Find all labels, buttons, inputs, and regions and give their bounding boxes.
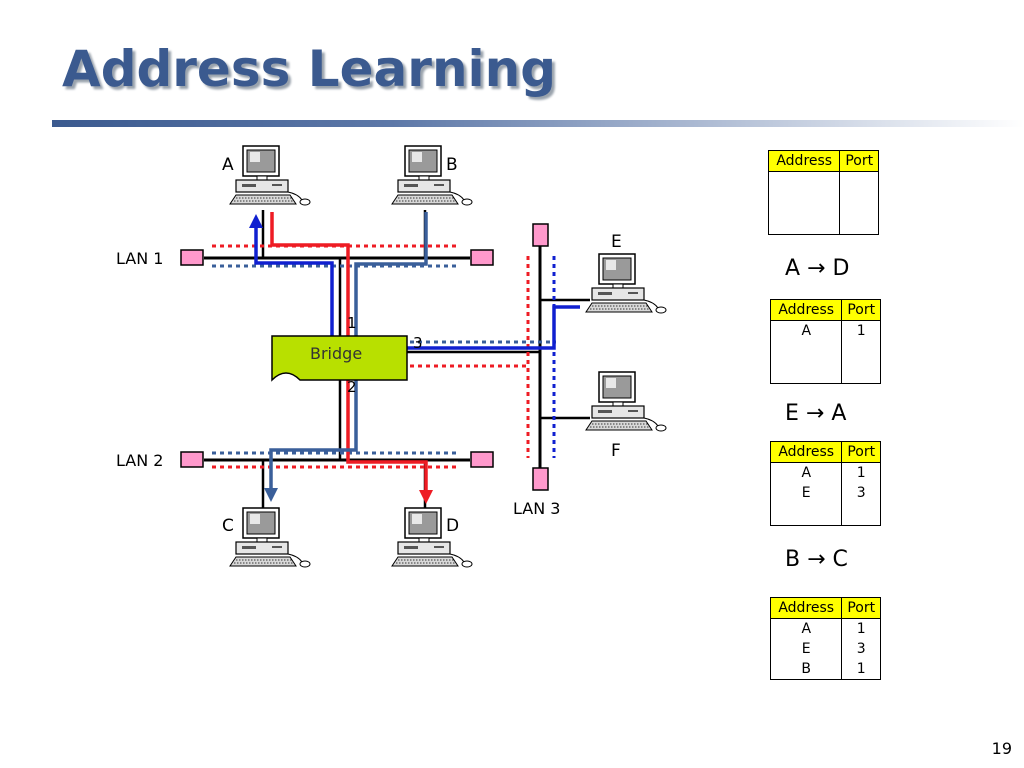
table-caption: B → C [785, 547, 848, 572]
port-cell: 1 [841, 462, 881, 483]
address-header: Address [769, 597, 843, 619]
address-cell: E [769, 483, 843, 503]
lan3-top-terminator [532, 223, 549, 247]
lan2-label: LAN 2 [116, 451, 163, 470]
bridge-port-2: 2 [347, 378, 357, 396]
station-c-label: C [222, 516, 234, 536]
address-table-initial: Address Port [767, 150, 879, 235]
lan3-bottom-terminator [532, 467, 549, 491]
station-b-icon [391, 145, 473, 206]
page-number: 19 [991, 739, 1012, 758]
port-header: Port [841, 597, 881, 619]
station-f-icon [585, 371, 667, 432]
station-a-icon [229, 145, 311, 206]
port-cell: 1 [841, 320, 881, 341]
network-diagram: Bridge 1 2 3 A B C D E F LAN 1 LAN 2 LAN… [116, 145, 667, 568]
station-c-icon [229, 507, 311, 568]
port-header: Port [841, 299, 881, 321]
port-header: Port [839, 150, 879, 172]
address-header: Address [769, 441, 843, 463]
bridge-label: Bridge [310, 344, 362, 363]
port-cell: 1 [841, 618, 881, 639]
lan1-right-terminator [470, 249, 494, 266]
slide-title: Address Learning [62, 40, 557, 98]
title-underline [52, 120, 1024, 127]
address-cell: A [769, 320, 843, 341]
address-header: Address [767, 150, 841, 172]
bridge-port-3: 3 [413, 334, 423, 352]
port-cell: 1 [841, 659, 881, 680]
station-f-label: F [611, 441, 621, 461]
lan1-left-terminator [180, 249, 204, 266]
port-cell: 3 [841, 639, 881, 659]
table-caption: E → A [785, 401, 847, 426]
station-e-label: E [611, 232, 622, 252]
address-cell: B [769, 659, 843, 680]
station-d-icon [391, 507, 473, 568]
bridge-port-1: 1 [347, 314, 357, 332]
address-cell: E [769, 639, 843, 659]
port-cell: 3 [841, 483, 881, 503]
lan1-label: LAN 1 [116, 249, 163, 268]
station-e-icon [585, 253, 667, 314]
address-cell: A [769, 462, 843, 483]
station-a-label: A [222, 155, 234, 175]
address-header: Address [769, 299, 843, 321]
station-d-label: D [446, 516, 459, 536]
lan2-right-terminator [470, 451, 494, 468]
table-caption: A → D [785, 256, 850, 281]
port-header: Port [841, 441, 881, 463]
lan3-label: LAN 3 [513, 499, 560, 518]
bridge-box [271, 335, 408, 382]
address-cell: A [769, 618, 843, 639]
lan2-left-terminator [180, 451, 204, 468]
station-b-label: B [446, 155, 458, 175]
